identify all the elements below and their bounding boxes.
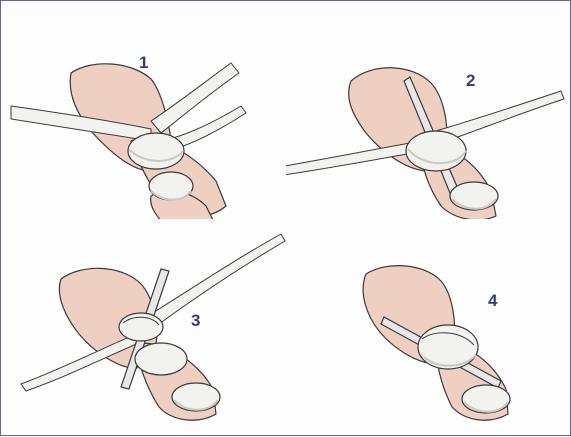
bandage-wrap bbox=[406, 131, 466, 171]
bandage-strip bbox=[151, 234, 285, 324]
step-number: 3 bbox=[191, 311, 200, 331]
step-number: 2 bbox=[466, 71, 475, 91]
bandage-wrap bbox=[128, 133, 184, 169]
sleeve-cuff bbox=[450, 182, 498, 210]
step-2-illustration bbox=[286, 1, 571, 219]
step-number: 4 bbox=[488, 291, 497, 311]
step-2-panel: 2 bbox=[286, 1, 571, 219]
step-number: 1 bbox=[139, 53, 148, 73]
step-3-illustration bbox=[1, 219, 286, 437]
sleeve-cuff bbox=[462, 385, 510, 413]
bandage-wrap bbox=[135, 343, 187, 375]
step-4-illustration bbox=[286, 219, 571, 437]
sleeve-cuff bbox=[172, 383, 220, 411]
step-1-illustration bbox=[1, 1, 286, 219]
step-1-panel: 1 bbox=[1, 1, 286, 219]
step-3-panel: 3 bbox=[1, 219, 286, 437]
step-4-panel: 4 bbox=[286, 219, 571, 437]
bandage-wrap bbox=[418, 325, 478, 369]
